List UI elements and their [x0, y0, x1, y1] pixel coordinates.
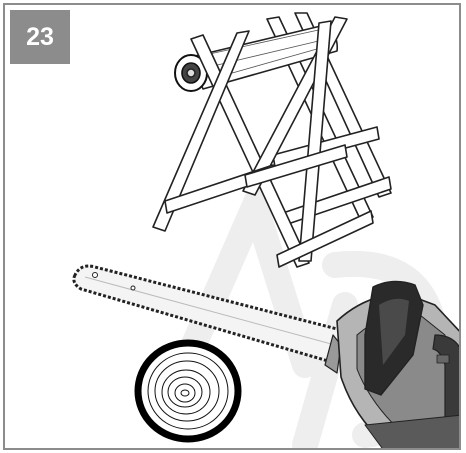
- step-number-badge: 23: [10, 10, 70, 64]
- log-cross-section-icon: [134, 339, 242, 443]
- sawhorse-with-log-icon: [152, 12, 392, 268]
- chainsaw-icon: [72, 264, 459, 448]
- figure-frame: 23: [3, 3, 461, 450]
